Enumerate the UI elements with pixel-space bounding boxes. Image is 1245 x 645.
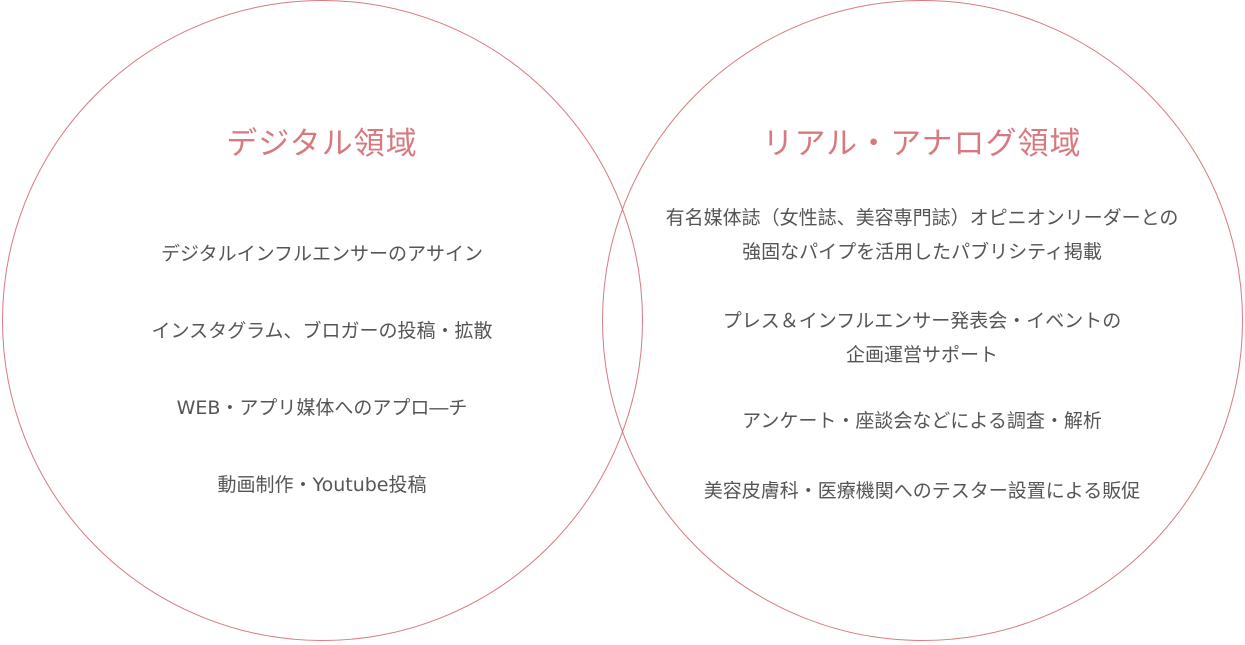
analog-item-survey: アンケート・座談会などによる調査・解析 bbox=[622, 404, 1222, 438]
real-analog-domain-title: リアル・アナログ領域 bbox=[762, 126, 1082, 162]
analog-item-publicity-line1: 有名媒体誌（女性誌、美容専門誌）オピニオンリーダーとの bbox=[665, 207, 1179, 229]
digital-item-influencer-assign: デジタルインフルエンサーのアサイン bbox=[160, 243, 484, 265]
digital-item-instagram-blogger: インスタグラム、ブロガーの投稿・拡散 bbox=[151, 320, 493, 342]
analog-item-publicity-line2: 強固なパイプを活用したパブリシティ掲載 bbox=[742, 241, 1102, 263]
digital-domain-title: デジタル領域 bbox=[226, 126, 418, 162]
digital-item-video-youtube: 動画制作・Youtube投稿 bbox=[217, 474, 427, 496]
analog-item-survey-line1: アンケート・座談会などによる調査・解析 bbox=[742, 410, 1102, 432]
analog-item-press-event-line1: プレス＆インフルエンサー発表会・イベントの bbox=[722, 310, 1122, 332]
analog-item-publicity: 有名媒体誌（女性誌、美容専門誌）オピニオンリーダーとの 強固なパイプを活用したパ… bbox=[622, 201, 1222, 269]
analog-item-press-event: プレス＆インフルエンサー発表会・イベントの 企画運営サポート bbox=[622, 304, 1222, 372]
analog-item-tester-promotion: 美容皮膚科・医療機関へのテスター設置による販促 bbox=[622, 474, 1222, 508]
real-analog-domain-circle bbox=[602, 0, 1243, 641]
digital-item-web-app-approach: WEB・アプリ媒体へのアプロ―チ bbox=[176, 397, 468, 419]
analog-item-tester-promotion-line1: 美容皮膚科・医療機関へのテスター設置による販促 bbox=[703, 480, 1141, 502]
analog-item-press-event-line2: 企画運営サポート bbox=[845, 344, 998, 366]
